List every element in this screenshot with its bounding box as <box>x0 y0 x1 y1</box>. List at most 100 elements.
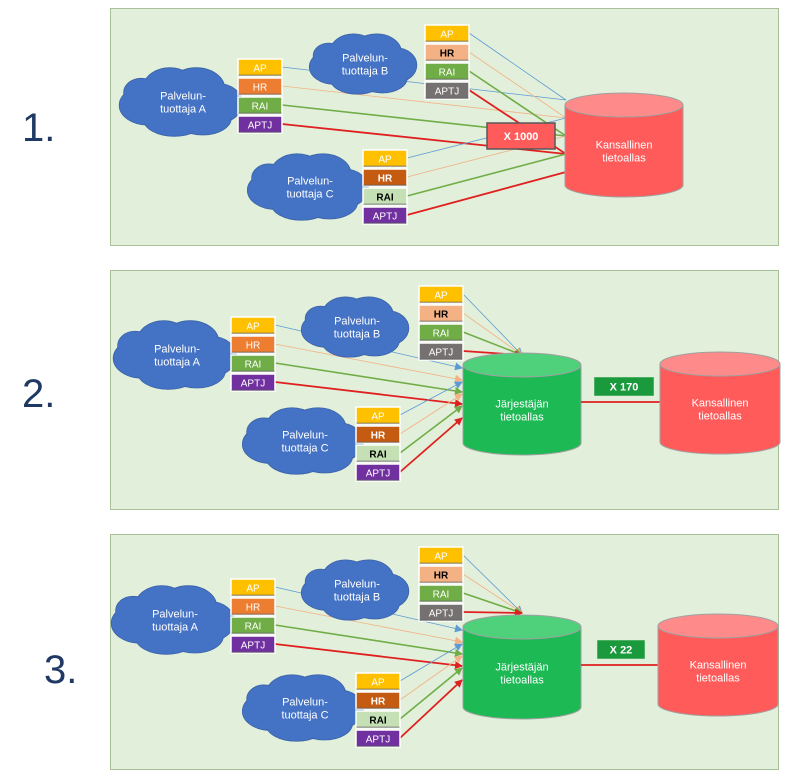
s2-line-A-aptj <box>274 381 463 408</box>
s1-box-a-ap-label: AP <box>253 64 267 75</box>
s2-box-a-hr <box>230 335 276 354</box>
s1-box-a-rai <box>237 96 283 115</box>
s2-box-b-aptj <box>418 342 464 361</box>
s1-box-a-hr-label: HR <box>253 83 267 94</box>
s3-multiplier-label: X 22 <box>610 645 633 657</box>
s2-box-a-rai-label: RAI <box>245 360 262 371</box>
s2-line-C-rai <box>399 405 463 454</box>
s1-box-c-rai <box>362 187 408 206</box>
s1-cloud-provider-c <box>246 153 369 221</box>
s1-national-pool <box>564 92 684 198</box>
s3-box-a-ap <box>230 578 276 597</box>
s2-line-C-aptj <box>399 417 463 473</box>
s3-box-b-hr-label: HR <box>434 571 449 582</box>
s3-box-b-aptj <box>418 603 464 622</box>
s2-box-c-ap <box>355 406 401 425</box>
s3-box-b-ap-label: AP <box>434 552 448 563</box>
s1-box-b-rai <box>424 62 470 81</box>
s3-box-b-rai <box>418 584 464 603</box>
s1-box-a-rai-label: RAI <box>252 102 269 113</box>
s2-multiplier-label: X 170 <box>610 382 639 394</box>
s1-box-c-hr-label: HR <box>378 174 393 185</box>
s2-box-c-hr-label: HR <box>371 431 386 442</box>
s3-box-c-hr <box>355 691 401 710</box>
s2-box-b-hr-label: HR <box>434 310 449 321</box>
s2-line-B-rai <box>462 331 523 357</box>
s3-box-a-rai-label: RAI <box>245 622 262 633</box>
s2-box-c-aptj-label: APTJ <box>366 469 390 480</box>
s1-box-c-aptj-label: APTJ <box>373 212 397 223</box>
s3-cloud-provider-c <box>241 674 364 742</box>
s2-cloud-provider-c-label: Palvelun-tuottaja C <box>281 429 328 454</box>
s2-line-A-rai <box>274 362 463 395</box>
s1-box-b-aptj-label: APTJ <box>435 87 459 98</box>
s2-line-C-hr <box>399 393 463 435</box>
s3-line-A-aptj <box>274 643 463 670</box>
s3-line-B-ap <box>462 554 523 614</box>
s3-box-c-ap <box>355 672 401 691</box>
s3-line-C-aptj <box>399 679 463 739</box>
s2-box-a-ap <box>230 316 276 335</box>
s2-box-b-rai <box>418 323 464 342</box>
s2-line-A-hr <box>274 343 463 383</box>
s3-box-a-rai <box>230 616 276 635</box>
s2-box-b-hr <box>418 304 464 323</box>
s3-line-C-rai <box>399 667 463 720</box>
s2-box-c-rai-label: RAI <box>369 450 386 461</box>
s3-box-a-aptj-label: APTJ <box>241 641 265 652</box>
s2-multiplier-badge <box>594 377 654 396</box>
s3-line-B-aptj <box>462 608 523 617</box>
s2-cloud-provider-a-label: Palvelun-tuottaja A <box>154 343 201 368</box>
s2-box-b-ap-label: AP <box>434 291 448 302</box>
s3-cloud-provider-b-label: Palvelun-tuottaja B <box>334 578 381 603</box>
s1-cloud-provider-c-label: Palvelun-tuottaja C <box>286 175 333 200</box>
s1-box-a-aptj <box>237 115 283 134</box>
s1-box-c-aptj <box>362 206 408 225</box>
s3-line-A-rai <box>274 624 463 657</box>
s3-box-c-hr-label: HR <box>371 697 386 708</box>
s3-cloud-provider-b <box>300 559 410 621</box>
s1-box-b-aptj <box>424 81 470 100</box>
s2-cloud-provider-c <box>241 407 364 475</box>
s2-box-c-aptj <box>355 463 401 482</box>
scenario-number-1: 1. <box>22 106 56 150</box>
s2-box-a-rai <box>230 354 276 373</box>
s3-cloud-provider-a-label: Palvelun-tuottaja A <box>152 608 199 633</box>
s3-box-c-aptj-label: APTJ <box>366 735 390 746</box>
s3-box-b-hr <box>418 565 464 584</box>
s1-multiplier-badge <box>486 122 556 150</box>
s3-box-a-ap-label: AP <box>246 584 260 595</box>
s3-box-a-aptj <box>230 635 276 654</box>
s1-line-B-ap <box>468 32 567 101</box>
s1-box-b-ap-label: AP <box>440 30 454 41</box>
s2-line-C-ap <box>399 381 463 416</box>
s1-box-c-ap-label: AP <box>378 155 392 166</box>
s1-box-b-hr-label: HR <box>440 49 455 60</box>
s2-line-B-hr <box>462 312 523 356</box>
s1-box-c-ap <box>362 149 408 168</box>
s2-box-b-rai-label: RAI <box>433 329 450 340</box>
s3-box-b-aptj-label: APTJ <box>429 609 453 620</box>
s3-line-B-rai <box>462 592 523 615</box>
s3-national-pool <box>657 613 779 717</box>
s2-box-c-ap-label: AP <box>371 412 385 423</box>
s2-cloud-provider-a <box>112 320 237 390</box>
s1-cloud-provider-a-label: Palvelun-tuottaja A <box>160 90 207 115</box>
s1-cloud-provider-a <box>118 67 243 137</box>
s3-box-c-rai-label: RAI <box>369 716 386 727</box>
s3-cloud-provider-c-label: Palvelun-tuottaja C <box>281 696 328 721</box>
s3-cloud-provider-a <box>110 585 235 655</box>
s3-organizer-pool <box>462 614 582 720</box>
s1-line-C-aptj <box>406 171 567 216</box>
s1-box-a-hr <box>237 77 283 96</box>
s3-box-c-rai <box>355 710 401 729</box>
s1-box-c-rai-label: RAI <box>376 193 393 204</box>
s1-box-a-aptj-label: APTJ <box>248 121 272 132</box>
s1-box-b-ap <box>424 24 470 43</box>
s3-box-c-ap-label: AP <box>371 678 385 689</box>
s1-box-b-rai-label: RAI <box>439 68 456 79</box>
